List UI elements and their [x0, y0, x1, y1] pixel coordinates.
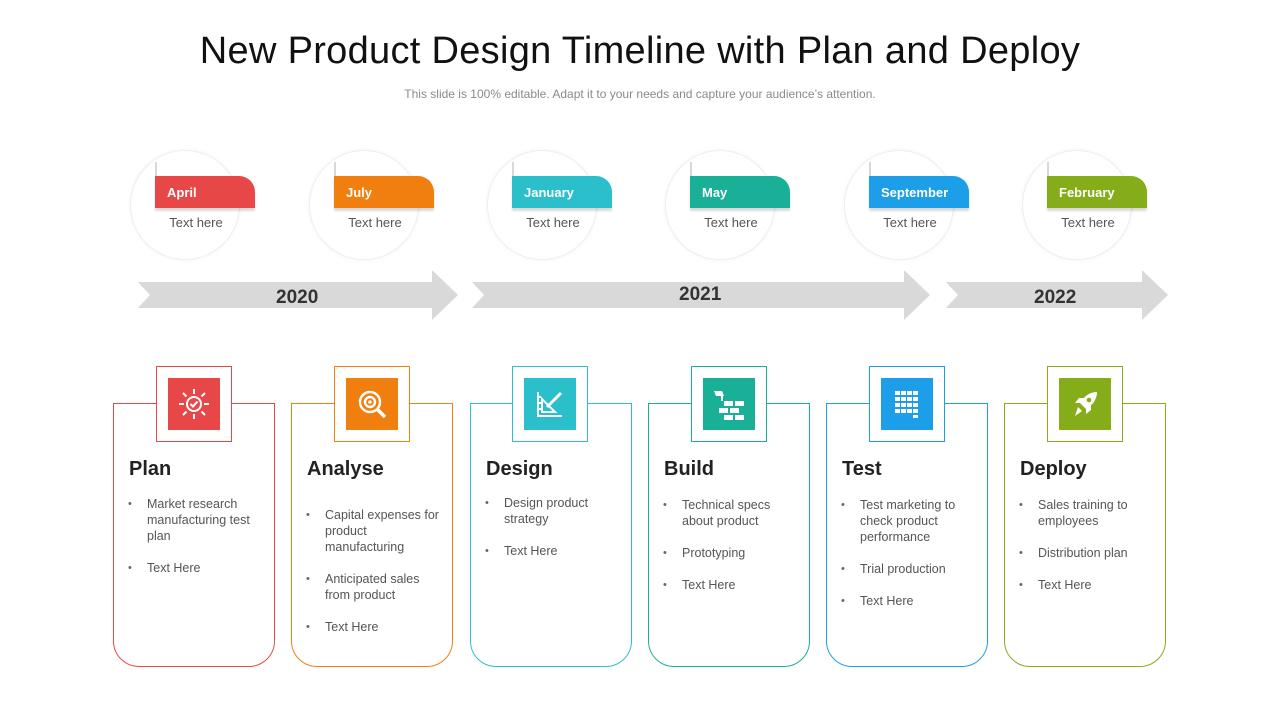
rocket-icon	[1059, 378, 1111, 430]
ruler-pencil-icon	[524, 378, 576, 430]
phase-title: Build	[664, 458, 714, 480]
bullet-item: Test marketing to check product performa…	[841, 497, 981, 545]
milestone-2: July Text here	[309, 150, 434, 260]
bullet-item: Design product strategy	[485, 495, 625, 527]
bullet-item: Sales training to employees	[1019, 497, 1159, 529]
bullet-item: Distribution plan	[1019, 545, 1159, 561]
phase-card-analyse: Analyse Capital expenses for product man…	[291, 403, 453, 667]
year-label-2022: 2022	[1034, 287, 1077, 308]
phase-bullets: Sales training to employees Distribution…	[1019, 497, 1159, 609]
phase-title: Design	[486, 458, 553, 480]
phase-card-build: Build Technical specs about product Prot…	[648, 403, 810, 667]
phase-card-deploy: Deploy Sales training to employees Distr…	[1004, 403, 1166, 667]
year-arrow-2020	[138, 270, 458, 320]
phase-title: Deploy	[1020, 458, 1087, 480]
phase-bullets: Capital expenses for product manufacturi…	[306, 507, 446, 651]
milestone-3: January Text here	[487, 150, 612, 260]
bullet-item: Text Here	[1019, 577, 1159, 593]
bullet-item: Text Here	[841, 593, 981, 609]
year-arrow-2022	[946, 270, 1168, 320]
year-label-2020: 2020	[276, 287, 319, 308]
bullet-item: Prototyping	[663, 545, 803, 561]
bullet-item: Text Here	[485, 543, 625, 559]
year-label-2021: 2021	[679, 284, 722, 305]
bullet-item: Market research manufacturing test plan	[128, 496, 268, 544]
page-subtitle: This slide is 100% editable. Adapt it to…	[404, 87, 876, 101]
phase-bullets: Technical specs about product Prototypin…	[663, 497, 803, 609]
milestone-text: Text here	[883, 215, 937, 230]
milestone-1: April Text here	[130, 150, 255, 260]
gear-check-icon	[168, 378, 220, 430]
bullet-item: Trial production	[841, 561, 981, 577]
milestone-text: Text here	[1061, 215, 1115, 230]
milestone-text: Text here	[169, 215, 223, 230]
bullet-item: Text Here	[663, 577, 803, 593]
bullet-item: Text Here	[128, 560, 268, 576]
phase-title: Plan	[129, 458, 172, 480]
milestone-tab: February	[1047, 162, 1147, 208]
phase-bullets: Market research manufacturing test plan …	[128, 496, 268, 592]
phase-bullets: Test marketing to check product performa…	[841, 497, 981, 625]
phase-card-plan: Plan Market research manufacturing test …	[113, 403, 275, 667]
test-icon-frame	[869, 366, 945, 442]
bullet-item: Text Here	[306, 619, 446, 635]
phase-title: Test	[842, 458, 882, 480]
milestone-tab: April	[155, 162, 255, 208]
plan-icon-frame	[156, 366, 232, 442]
milestone-tab: January	[512, 162, 612, 208]
magnifier-target-icon	[346, 378, 398, 430]
milestone-tab: September	[869, 162, 969, 208]
page-title: New Product Design Timeline with Plan an…	[199, 30, 1081, 72]
milestone-tab: July	[334, 162, 434, 208]
build-icon-frame	[691, 366, 767, 442]
spreadsheet-icon	[881, 378, 933, 430]
bullet-item: Anticipated sales from product	[306, 571, 446, 603]
bullet-item: Technical specs about product	[663, 497, 803, 529]
milestone-tab: May	[690, 162, 790, 208]
phase-card-design: Design Design product strategy Text Here	[470, 403, 632, 667]
milestone-4: May Text here	[665, 150, 790, 260]
phase-title: Analyse	[307, 458, 384, 480]
analyse-icon-frame	[334, 366, 410, 442]
milestone-6: February Text here	[1022, 150, 1147, 260]
phase-card-test: Test Test marketing to check product per…	[826, 403, 988, 667]
brick-wall-icon	[703, 378, 755, 430]
year-arrow-2021	[472, 270, 930, 320]
design-icon-frame	[512, 366, 588, 442]
milestone-text: Text here	[526, 215, 580, 230]
bullet-item: Capital expenses for product manufacturi…	[306, 507, 446, 555]
milestone-text: Text here	[348, 215, 402, 230]
phase-bullets: Design product strategy Text Here	[485, 495, 625, 575]
milestone-5: September Text here	[844, 150, 969, 260]
deploy-icon-frame	[1047, 366, 1123, 442]
milestone-text: Text here	[704, 215, 758, 230]
